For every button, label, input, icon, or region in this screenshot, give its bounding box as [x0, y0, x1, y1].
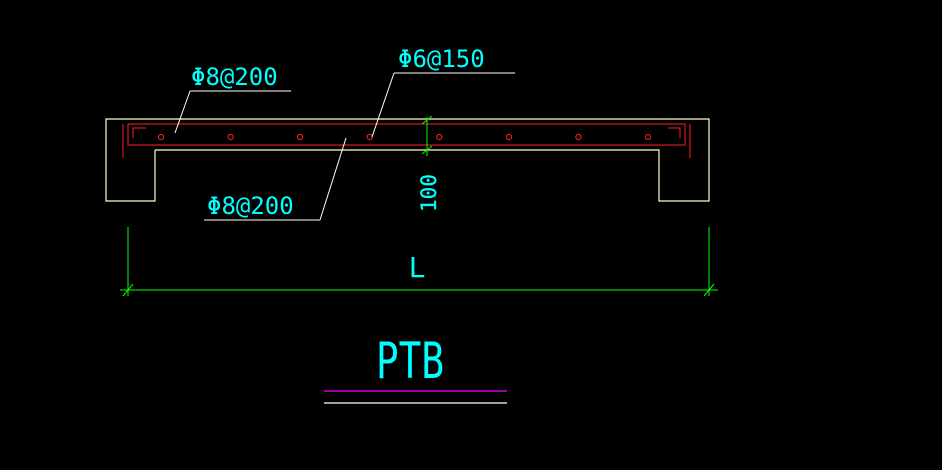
slab-rebar-cage — [122, 123, 691, 158]
rebar-distribution-dots — [157, 133, 652, 141]
span-label: L — [409, 251, 426, 284]
rebar-dot — [575, 133, 582, 141]
leader-bottom-rebar — [204, 137, 347, 221]
drawing-title: PTB — [376, 332, 444, 390]
leader-top-left-pointer — [174, 90, 191, 134]
leader-distribution-rebar — [371, 72, 515, 138]
thickness-label: 100 — [417, 174, 441, 212]
rebar-dot — [644, 133, 652, 141]
leader-bottom-pointer — [319, 137, 347, 221]
rebar-dot — [227, 133, 234, 141]
label-distribution-rebar: Φ6@150 — [398, 45, 485, 73]
rebar-main-bars — [127, 123, 686, 146]
thickness-dim-tick-bottom — [421, 145, 433, 155]
rebar-dot — [436, 133, 443, 141]
leader-distribution-pointer — [371, 72, 395, 138]
leader-top-left-rebar — [174, 90, 291, 134]
span-dim-tick-left — [122, 283, 134, 297]
slab-concrete-outline — [105, 118, 710, 202]
thickness-dim-tick-top — [421, 115, 433, 125]
span-dim-tick-right — [703, 283, 715, 297]
rebar-dot — [505, 133, 512, 141]
label-bottom-rebar: Φ8@200 — [207, 192, 294, 220]
rebar-right-hook — [668, 127, 681, 138]
thickness-dimension — [421, 115, 433, 156]
rebar-left-hook — [132, 127, 146, 138]
label-top-left-rebar: Φ8@200 — [191, 63, 278, 91]
rebar-dot — [297, 133, 304, 141]
rebar-dot — [366, 133, 373, 141]
span-dimension — [120, 227, 718, 297]
rebar-dot — [157, 133, 165, 141]
